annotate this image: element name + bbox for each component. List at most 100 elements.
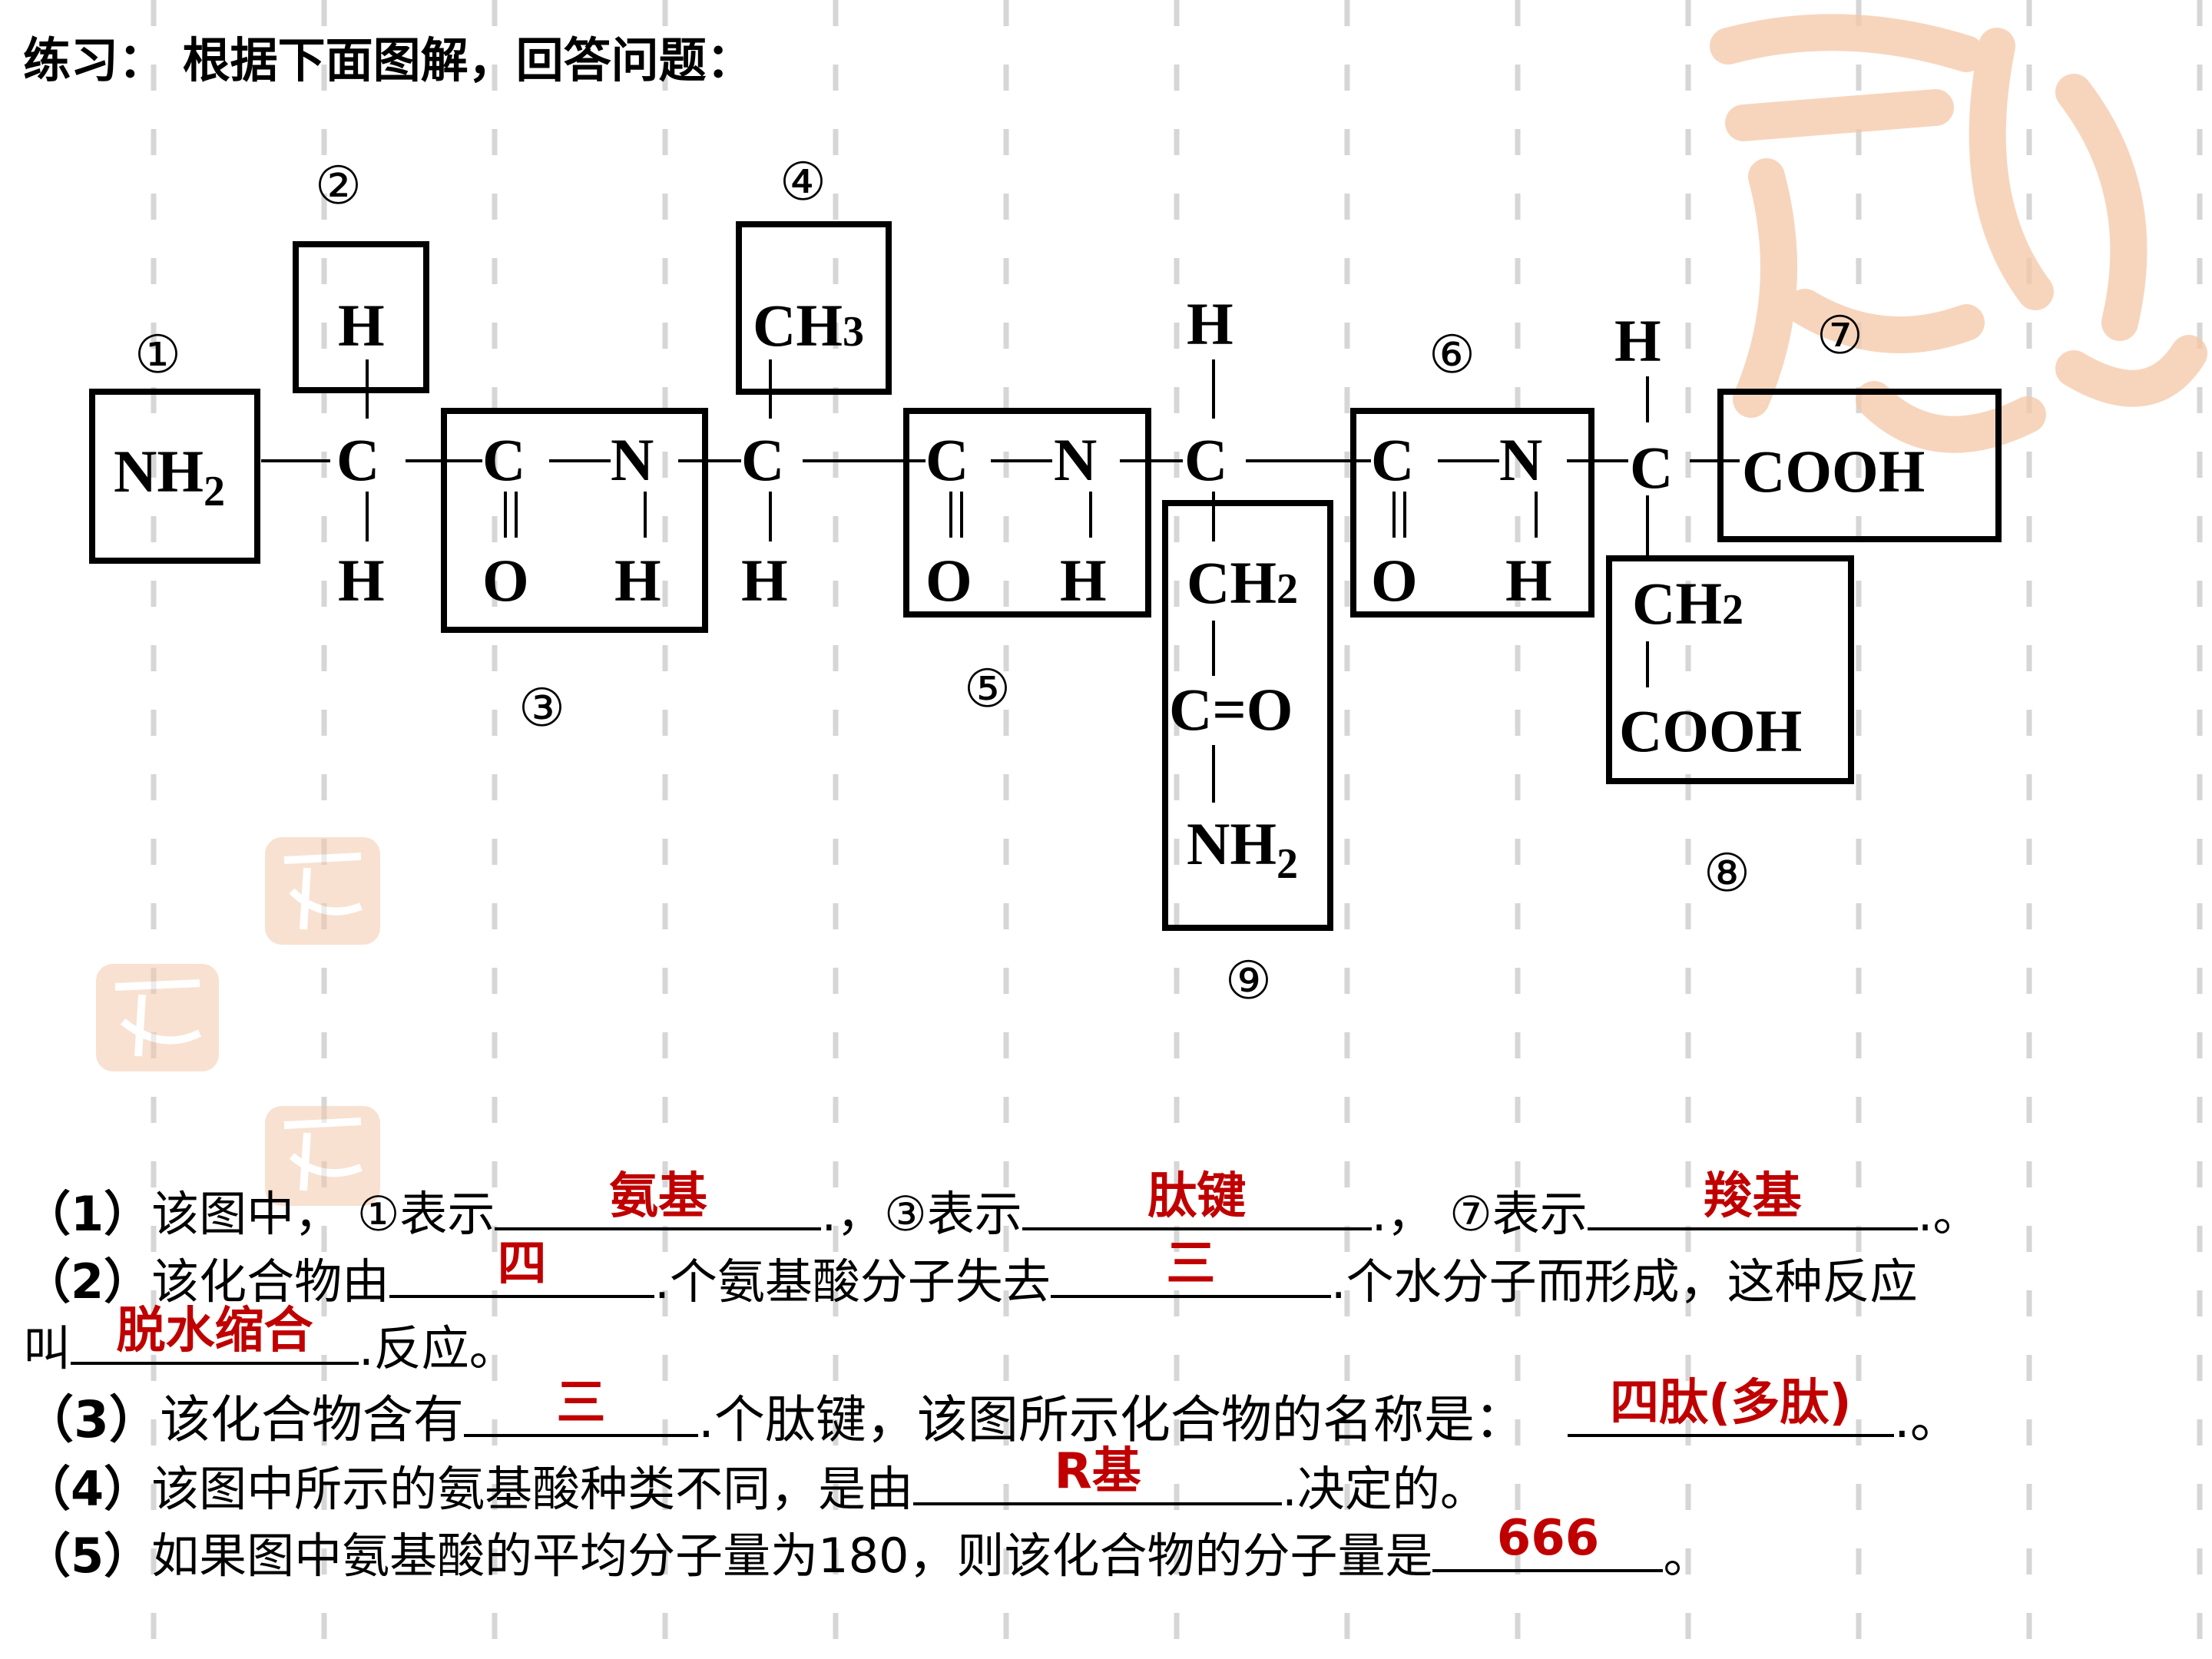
atom-nh2-1: NH2 <box>114 438 225 515</box>
atom-h-top-4: H <box>1614 307 1661 374</box>
atom-c-alpha-2: C <box>741 426 784 493</box>
answer-2-3: 脱水缩合 <box>116 1303 313 1360</box>
box-r-group-ch2cooh <box>1606 555 1854 784</box>
answer-2-1: 四 <box>497 1236 547 1293</box>
answer-2-2: 三 <box>1166 1236 1216 1293</box>
atom-n-2: N <box>1054 426 1097 493</box>
atom-h-top-3: H <box>1187 290 1233 357</box>
atom-h-bottom-2: H <box>741 547 788 614</box>
answer-blank-4-1[interactable]: R基 <box>913 1447 1283 1505</box>
atom-h-n-1: H <box>614 547 661 614</box>
question-3-text-a: 该化合物含有 <box>159 1390 464 1449</box>
atom-ch3: CH3 <box>753 292 864 359</box>
question-1-text-b: .，③表示 <box>821 1186 1022 1242</box>
box-peptide-bond-2 <box>903 408 1151 618</box>
question-4-text-a: 该图中所示的氨基酸种类不同，是由 <box>151 1461 914 1517</box>
question-3-number: （3） <box>23 1390 160 1449</box>
label-1: ① <box>134 325 181 386</box>
atom-c-carbonyl-3: C <box>1371 426 1414 493</box>
question-1-text-c: .， ⑦表示 <box>1371 1186 1588 1242</box>
atom-c-carbonyl-1: C <box>482 426 525 493</box>
box-peptide-bond-3 <box>1350 408 1594 618</box>
label-2: ② <box>315 156 362 217</box>
question-5-text-b: 。 <box>1663 1528 1711 1584</box>
answer-blank-1-3[interactable]: 羧基 <box>1587 1172 1918 1230</box>
question-3-text-b: .个肽键，该图所示化合物的名称是： <box>697 1390 1525 1449</box>
question-3: （3）该化合物含有三.个肽键，该图所示化合物的名称是： 四肽(多肽).。 <box>23 1379 1961 1452</box>
answer-blank-2-3[interactable]: 脱水缩合 <box>71 1306 359 1365</box>
label-4: ④ <box>780 152 826 213</box>
label-7: ⑦ <box>1816 306 1863 366</box>
label-6: ⑥ <box>1429 325 1475 386</box>
question-4-text-b: .决定的。 <box>1282 1461 1488 1517</box>
answer-1-1: 氨基 <box>608 1168 707 1226</box>
question-2-text-a: 该化合物由 <box>151 1253 390 1310</box>
seal-watermark-small-2 <box>96 964 219 1071</box>
seal-watermark-large <box>1710 14 2207 453</box>
answer-blank-1-1[interactable]: 氨基 <box>495 1172 822 1230</box>
atom-h-n-3: H <box>1505 547 1552 614</box>
atom-h-bottom-1: H <box>338 547 385 614</box>
box-r-group-ch2conh2 <box>1162 500 1333 931</box>
atom-n-1: N <box>611 426 654 493</box>
label-5: ⑤ <box>964 659 1011 720</box>
label-3: ③ <box>518 678 565 739</box>
atom-c-alpha-1: C <box>336 426 379 493</box>
atom-o-2: O <box>926 547 972 614</box>
question-3-text-c: .。 <box>1893 1390 1961 1449</box>
atom-ch2-4: CH2 <box>1632 570 1743 637</box>
atom-n-3: N <box>1499 426 1542 493</box>
atom-c-carbonyl-2: C <box>926 426 969 493</box>
seal-watermark-small-3 <box>265 1106 380 1206</box>
answer-3-2: 四肽(多肽) <box>1610 1375 1852 1432</box>
question-1-text-a: 该图中， ①表示 <box>151 1186 495 1242</box>
answer-3-1: 三 <box>556 1375 606 1432</box>
atom-nh2-3: NH2 <box>1187 810 1298 888</box>
question-2-number: （2） <box>23 1253 152 1310</box>
answer-blank-3-1[interactable]: 三 <box>463 1379 698 1437</box>
answer-1-3: 羧基 <box>1703 1168 1802 1226</box>
question-5-text-a: 如果图中氨基酸的平均分子量为180，则该化合物的分子量是 <box>151 1528 1433 1584</box>
question-4-number: （4） <box>23 1461 152 1517</box>
box-r-group-h <box>293 241 429 393</box>
answer-blank-2-2[interactable]: 三 <box>1050 1240 1331 1298</box>
answer-blank-3-2[interactable]: 四肽(多肽) <box>1567 1379 1894 1437</box>
atom-cooh-terminal: COOH <box>1742 438 1925 505</box>
answer-blank-2-1[interactable]: 四 <box>389 1240 655 1298</box>
box-peptide-bond-1 <box>441 408 708 633</box>
question-1-number: （1） <box>23 1186 152 1242</box>
question-2: （2）该化合物由四.个氨基酸分子失去三.个水分子而形成，这种反应 <box>23 1240 1918 1312</box>
exercise-title: 练习： 根据下面图解，回答问题： <box>23 32 754 88</box>
question-1-text-d: .。 <box>1917 1186 1981 1242</box>
question-2-text-c: .个水分子而形成，这种反应 <box>1330 1253 1918 1310</box>
box-amino-group <box>89 389 260 564</box>
box-carboxyl-group <box>1717 389 2002 542</box>
box-r-group-ch3 <box>736 221 892 395</box>
answer-blank-1-2[interactable]: 肽键 <box>1022 1172 1372 1230</box>
question-1: （1）该图中， ①表示氨基.，③表示肽键.， ⑦表示羧基.。 <box>23 1172 1981 1244</box>
question-5-number: （5） <box>23 1528 152 1584</box>
question-2b-text-b: .反应。 <box>359 1320 517 1376</box>
question-2-continued: 叫脱水缩合 .反应。 <box>23 1306 517 1379</box>
atom-o-1: O <box>482 547 529 614</box>
atom-cooh-side: COOH <box>1619 697 1802 764</box>
label-8: ⑧ <box>1704 843 1750 904</box>
answer-5-1: 666 <box>1496 1510 1600 1568</box>
atom-ch2-3: CH2 <box>1187 549 1298 616</box>
answer-blank-5-1[interactable]: 666 <box>1432 1514 1664 1572</box>
label-9: ⑨ <box>1225 951 1272 1012</box>
atom-o-3: O <box>1371 547 1418 614</box>
question-2-text-b: .个氨基酸分子失去 <box>654 1253 1051 1310</box>
question-2b-text-a: 叫 <box>23 1320 71 1376</box>
seal-watermark-small-1 <box>265 837 380 945</box>
atom-c-alpha-3: C <box>1184 426 1227 493</box>
answer-4-1: R基 <box>1054 1443 1141 1501</box>
atom-c-eq-o: C=O <box>1169 676 1293 743</box>
answer-1-2: 肽键 <box>1147 1168 1247 1226</box>
atom-c-alpha-4: C <box>1630 434 1673 501</box>
atom-h-n-2: H <box>1060 547 1107 614</box>
